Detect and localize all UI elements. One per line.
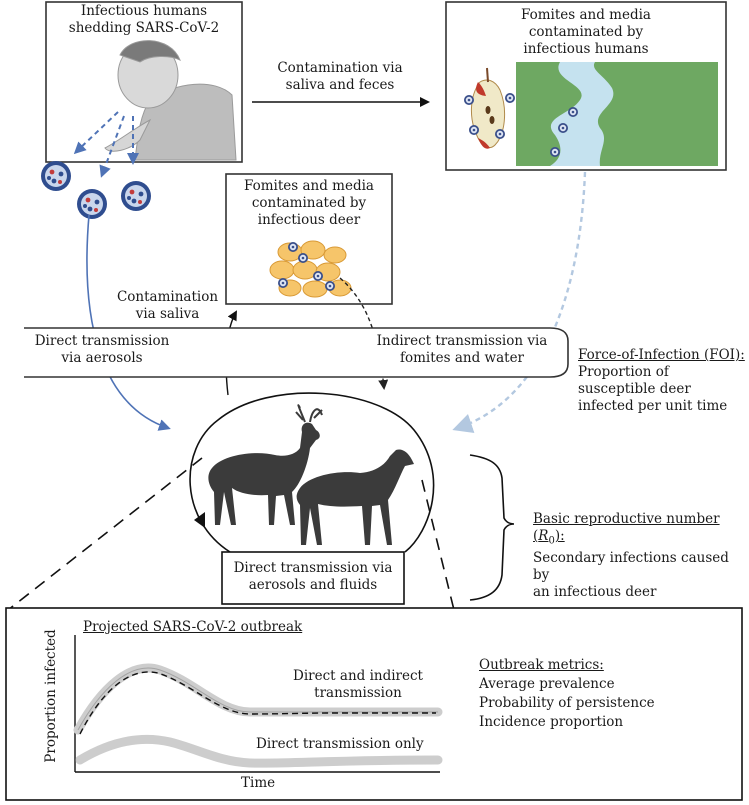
direct-fluids-label: Direct transmission via aerosols and flu…: [224, 560, 402, 594]
r0-definition: Basic reproductive number (R0): Secondar…: [533, 511, 749, 601]
humans-box-title: Infectious humans shedding SARS-CoV-2: [48, 3, 240, 37]
r0-title: Basic reproductive number (R0):: [533, 511, 720, 547]
humans-title-line1: Infectious humans: [80, 3, 208, 19]
series-upper-band-edge: [77, 667, 438, 731]
outbreak-panel: [5, 607, 743, 801]
saliva-line1: Contamination: [116, 289, 219, 305]
human-fomites-line1: Fomites and media: [521, 7, 651, 23]
human-fomites-line2: contaminated by: [528, 24, 644, 40]
series-upper-label: Direct and indirect transmission: [293, 668, 423, 701]
foi-band: [24, 327, 569, 378]
foi-title: Force-of-Infection (FOI):: [578, 347, 745, 363]
indirect-line1: Indirect transmission via: [376, 333, 548, 349]
metric-item: Probability of persistence: [479, 695, 655, 711]
y-axis-label: Proportion infected: [43, 629, 59, 763]
saliva-line2: via saliva: [135, 306, 200, 322]
deer-silhouettes-icon: [208, 404, 414, 545]
apple-core-icon: [464, 67, 515, 149]
virus-particle-icon: [121, 181, 151, 211]
virus-particle-icon: [77, 189, 107, 219]
direct-fluids-line1: Direct transmission via: [233, 560, 393, 576]
x-axis-label: Time: [241, 775, 276, 791]
fomite-transmission-arrow: [452, 171, 587, 433]
deer-fomites-line1: Fomites and media: [244, 178, 374, 194]
r0-line1: Secondary infections caused by: [533, 549, 729, 583]
foi-line2: susceptible deer: [578, 381, 691, 397]
indirect-label: Indirect transmission via fomites and wa…: [372, 333, 552, 367]
zoom-line-right: [421, 479, 455, 611]
direct-aerosols-line1: Direct transmission: [34, 333, 170, 349]
circle-arrowhead: [194, 512, 205, 528]
metric-item: Incidence proportion: [479, 714, 624, 730]
metric-item: Average prevalence: [479, 676, 615, 692]
series-lower-label: Direct transmission only: [256, 736, 424, 752]
outbreak-metrics: Outbreak metrics: Average prevalence Pro…: [479, 656, 679, 732]
deer-population-circle: [189, 392, 435, 553]
contamination-line1: Contamination via: [277, 60, 403, 76]
deer-fomites-line3: infectious deer: [257, 212, 361, 228]
direct-fluids-box: [221, 551, 405, 605]
foi-line1: Proportion of: [578, 364, 669, 380]
r0-brace: [469, 454, 515, 601]
series-upper-band: [73, 663, 443, 735]
zoom-line-left: [7, 457, 203, 611]
river-landscape-icon: [516, 62, 718, 166]
humans-title-line2: shedding SARS-CoV-2: [68, 20, 220, 36]
series-upper-dashed-line: [79, 671, 436, 735]
r0-line2: an infectious deer: [533, 583, 657, 600]
contamination-label: Contamination via saliva and feces: [255, 60, 425, 94]
human-fomites-title: Fomites and media contaminated by infect…: [448, 7, 724, 58]
saliva-label: Contamination via saliva: [100, 289, 235, 323]
deer-fomite-arrow: [339, 277, 389, 390]
chart-title: Projected SARS-CoV-2 outbreak: [83, 619, 303, 635]
metrics-title: Outbreak metrics:: [479, 657, 604, 673]
foi-definition: Force-of-Infection (FOI): Proportion of …: [578, 347, 748, 415]
contamination-line2: saliva and feces: [285, 77, 395, 93]
corn-kernels-icon: [269, 240, 352, 298]
direct-aerosols-line2: via aerosols: [61, 350, 143, 366]
deer-fomites-line2: contaminated by: [251, 195, 367, 211]
series-lower-band: [75, 734, 443, 768]
direct-fluids-line2: aerosols and fluids: [248, 577, 378, 593]
direct-aerosols-label: Direct transmission via aerosols: [22, 333, 182, 367]
virus-particle-icon: [41, 161, 71, 191]
deer-fomites-title: Fomites and media contaminated by infect…: [228, 178, 390, 229]
foi-line3: infected per unit time: [578, 398, 728, 414]
indirect-line2: fomites and water: [399, 350, 525, 366]
coughing-human-icon: [104, 40, 237, 161]
human-fomites-line3: infectious humans: [523, 41, 649, 57]
cough-spray-arrows: [73, 111, 139, 178]
